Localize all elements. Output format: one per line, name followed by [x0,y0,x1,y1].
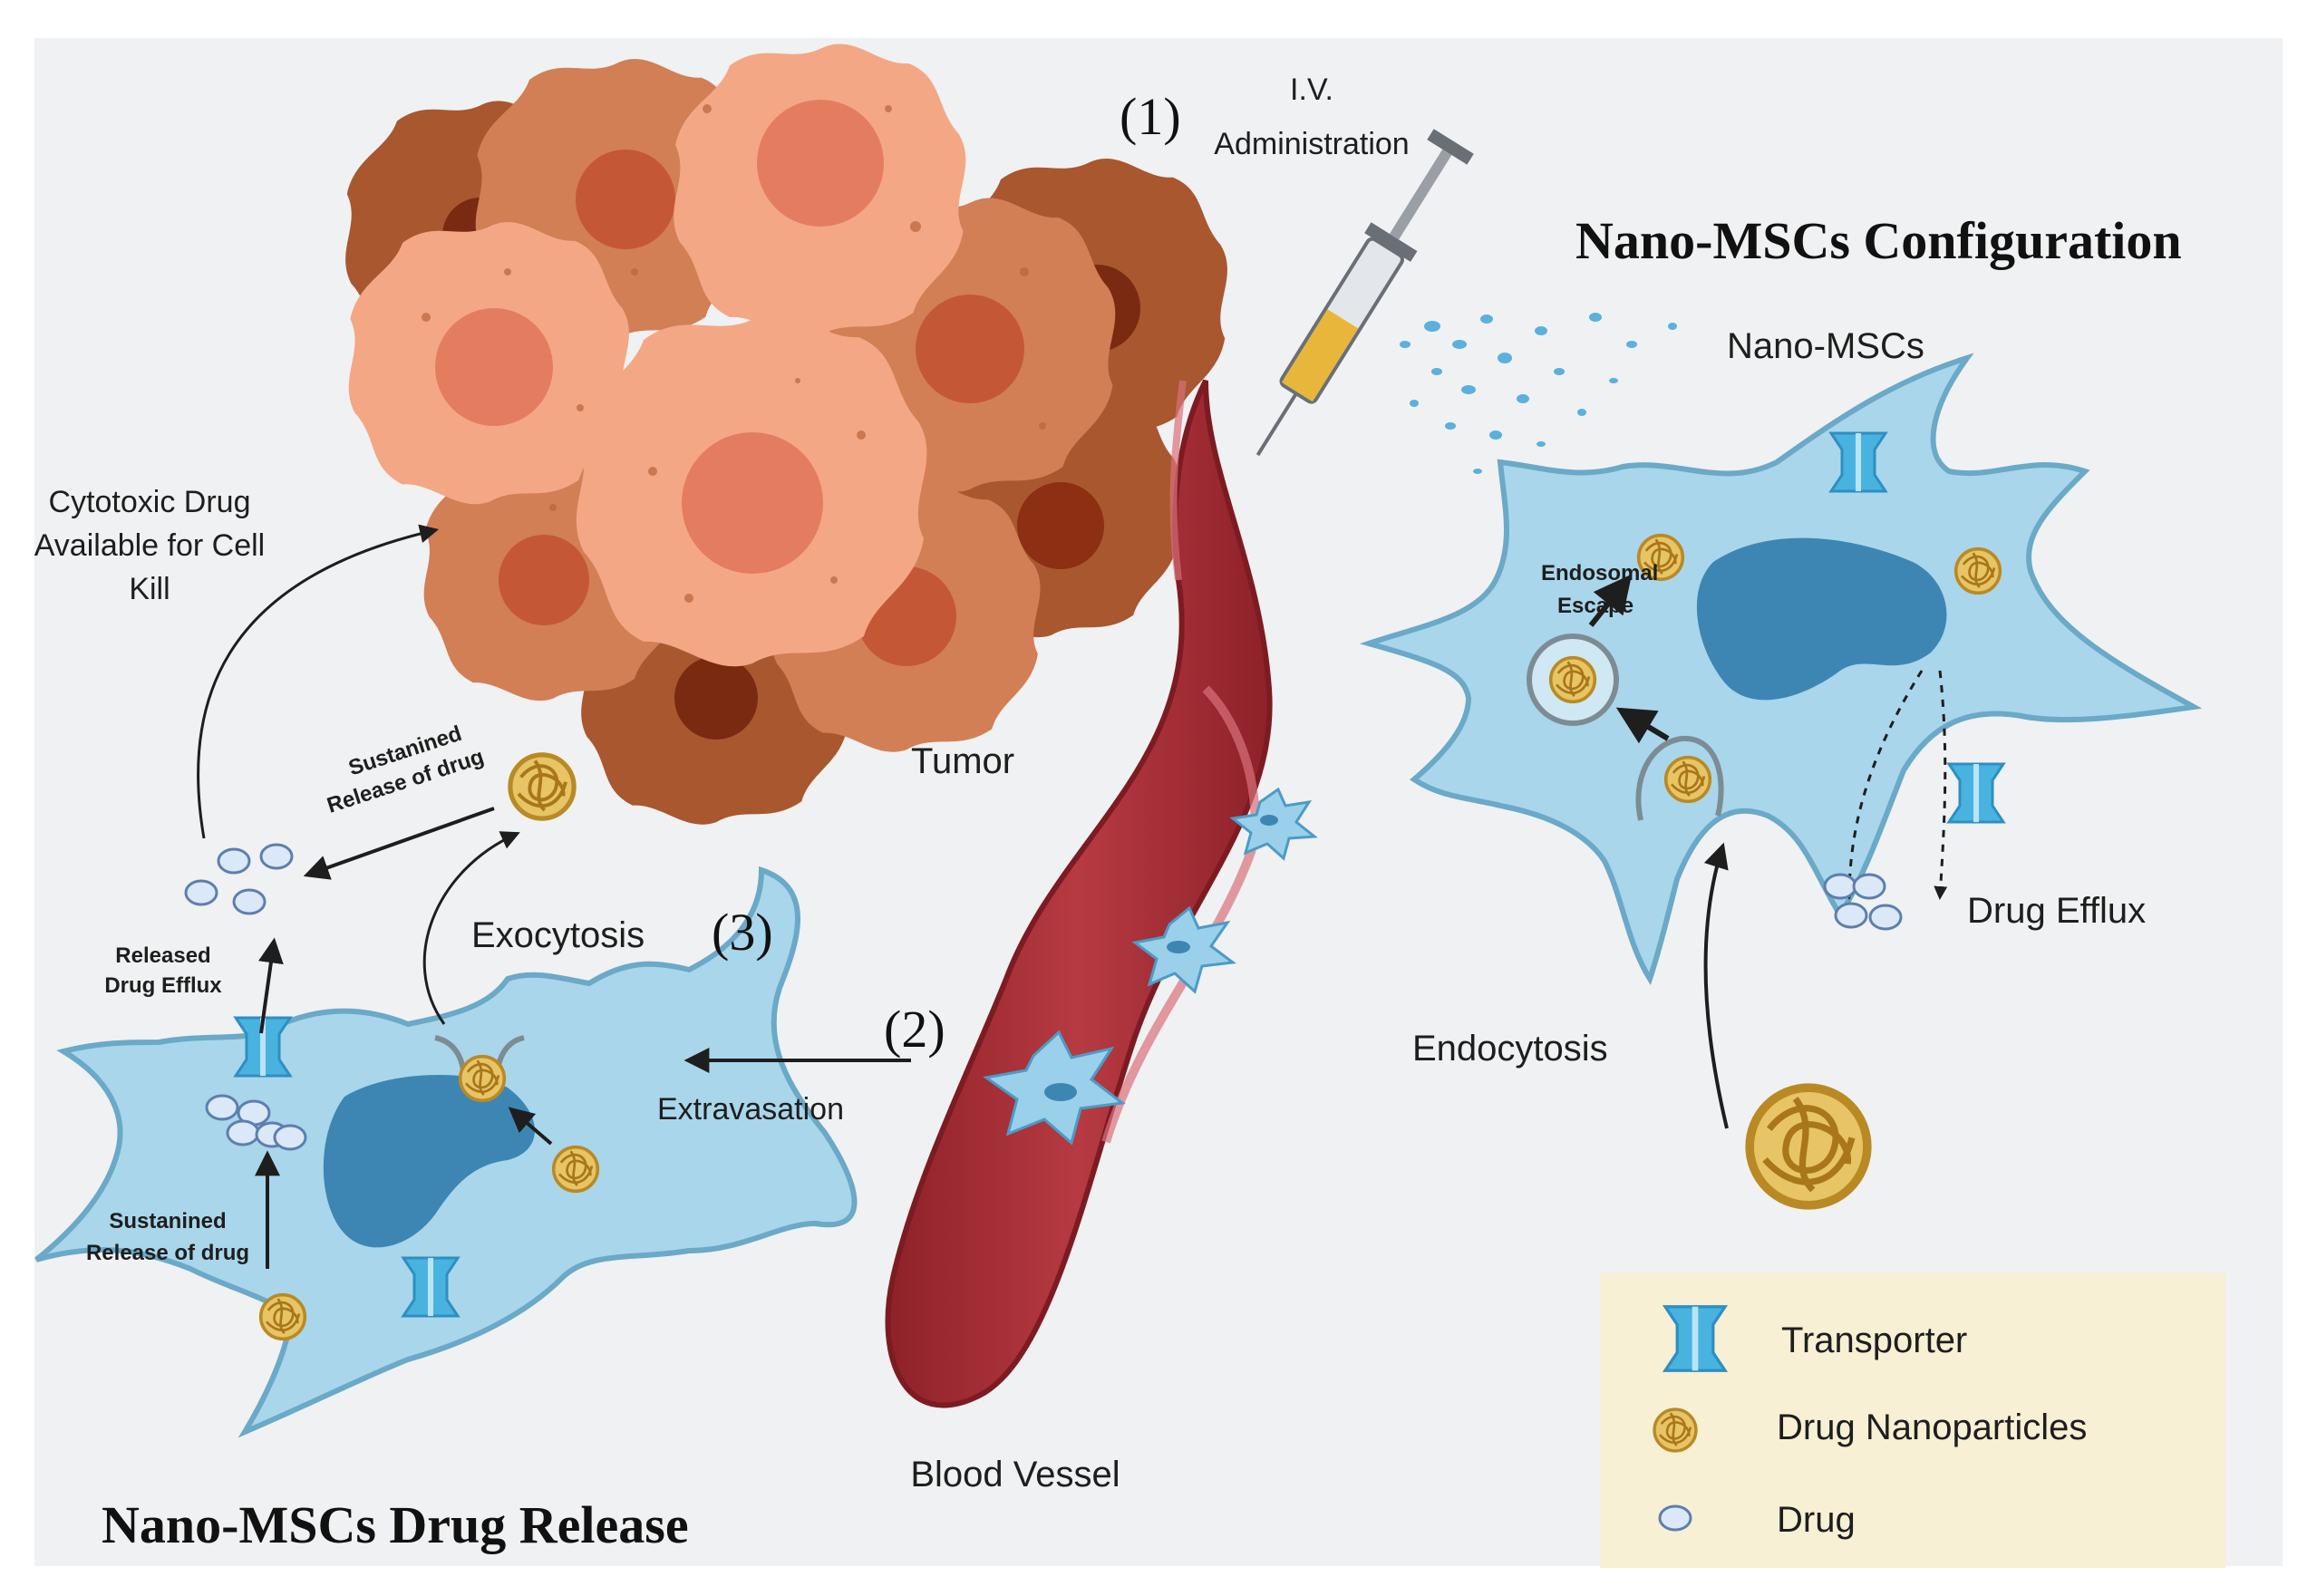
nanoparticle-icon [1663,755,1712,804]
sustained-cell-line2: Release of drug [86,1241,249,1265]
cytotoxic-label-line1: Cytotoxic Drug [49,485,251,519]
step-2-label: (2) [884,1000,945,1059]
endocytosis-arrow [1703,842,1729,1129]
nanoparticle-icon [1953,547,2002,595]
legend-transporter-label: Transporter [1781,1320,1967,1360]
legend: Transporter Drug Nanoparticles Drug [1600,1273,2225,1568]
nanoparticle-released [510,755,574,818]
blood-vessel-label: Blood Vessel [910,1455,1120,1494]
drug-efflux-label: Drug Efflux [1967,891,2146,931]
sustained-release-arrow [303,807,495,880]
nano-msc-cell-left [34,866,858,1438]
syringe-icon [1255,129,1474,457]
tumor-label: Tumor [911,741,1014,781]
blood-vessel [885,379,1318,1408]
iv-label-line1: I.V. [1290,73,1333,107]
nanoparticle-icon [1548,655,1597,704]
step-3-label: (3) [712,903,773,962]
endocytosis-label: Endocytosis [1412,1029,1608,1069]
nanoparticle-icon [258,1292,307,1341]
cytotoxic-label-line3: Kill [129,572,170,606]
cytotoxic-label-line2: Available for Cell [34,528,266,563]
nano-mscs-label: Nano-MSCs [1727,326,1924,366]
legend-drug-icon [1658,1504,1692,1532]
step-1-label: (1) [1120,87,1181,146]
nano-msc-cell-right [1359,353,2203,985]
legend-drug-label: Drug [1777,1500,1856,1540]
drug-release-title: Nano-MSCs Drug Release [102,1495,689,1554]
exocytosis-label: Exocytosis [471,915,645,955]
tumor-cluster [345,44,1227,825]
extravasation-label: Extravasation [657,1092,844,1127]
nanoparticle-icon [551,1145,600,1194]
legend-nanoparticles-label: Drug Nanoparticles [1777,1407,2087,1447]
exocytosis-arrow [422,831,520,1025]
cytotoxic-arrow [197,524,440,839]
spray-droplets [1400,313,1677,474]
configuration-title: Nano-MSCs Configuration [1575,211,2182,270]
sustained-cell-line1: Sustanined [109,1209,226,1233]
nanoparticle-large [1750,1088,1867,1205]
iv-label-line2: Administration [1214,127,1409,161]
released-label-line1: Released [115,943,210,968]
endosomal-label-line1: Endosomal [1541,561,1658,585]
released-label-line2: Drug Efflux [104,973,222,998]
nanoparticle-icon [458,1054,507,1103]
endosomal-label-line2: Escape [1557,594,1634,618]
legend-nanoparticle-icon [1653,1407,1698,1453]
